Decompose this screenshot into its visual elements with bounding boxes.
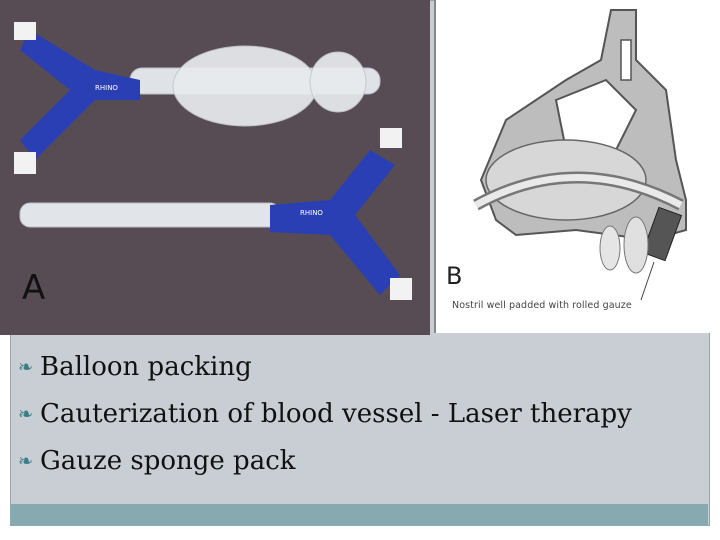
photo-balloon-catheters: RHINO RHINO A [0,0,430,335]
bullet-item-cauterization: ❧ Cauterization of blood vessel - Laser t… [18,391,632,438]
diagram-label-b: B [446,262,463,290]
bullet-text: Gauze sponge pack [40,446,296,476]
bullet-text: Cauterization of blood vessel - Laser th… [40,399,632,429]
device-brand-lower: RHINO [300,209,323,217]
photo-label-a: A [22,268,46,308]
bullet-item-gauze-pack: ❧ Gauze sponge pack [18,438,632,485]
bullet-icon: ❧ [18,451,34,472]
footer-bar [10,504,708,526]
catheter-photo-drawing: RHINO RHINO [0,0,430,335]
bullet-item-balloon-packing: ❧ Balloon packing [18,344,632,391]
bullet-icon: ❧ [18,404,34,425]
nasal-diagram-drawing [436,0,720,333]
bullet-list: ❧ Balloon packing ❧ Cauterization of blood… [18,344,632,485]
diagram-nasal-packing: B Nostril well padded with rolled gauze [434,0,720,333]
device-brand-upper: RHINO [95,84,118,92]
diagram-caption: Nostril well padded with rolled gauze [452,300,632,311]
bullet-icon: ❧ [18,357,34,378]
bullet-text: Balloon packing [40,352,252,382]
